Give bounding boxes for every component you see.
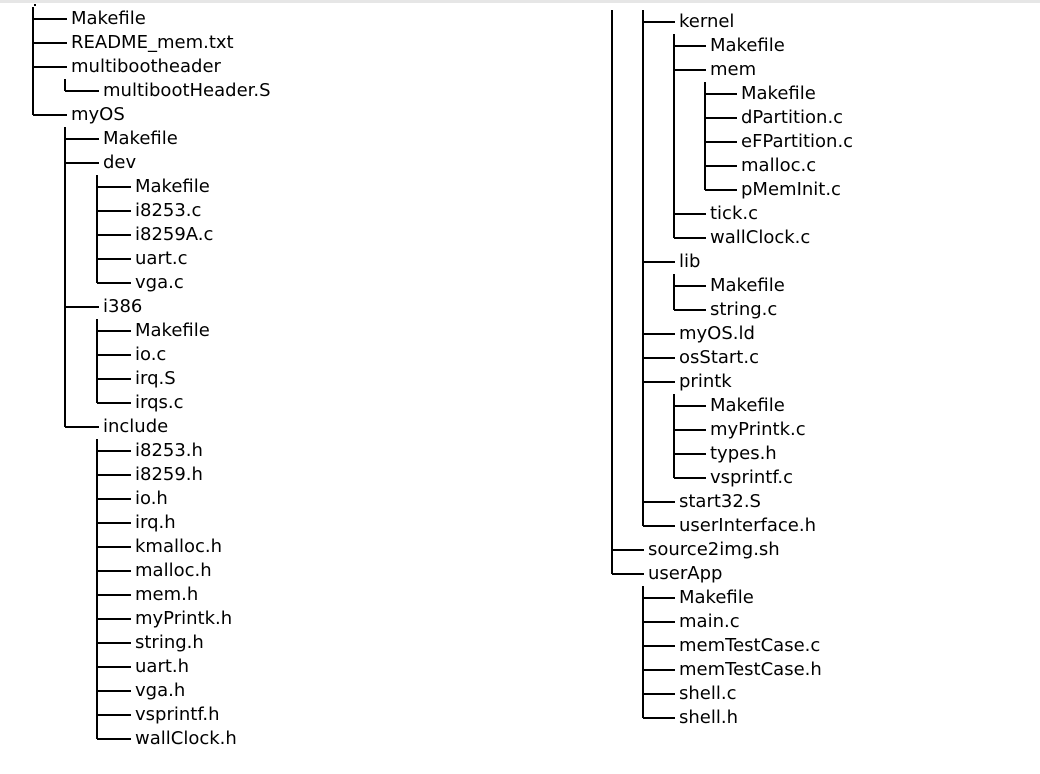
tree-entry: uart.c: [135, 248, 188, 269]
tree-entry: Makefile: [679, 587, 754, 608]
tree-entry: myPrintk.h: [135, 608, 233, 629]
tree-entry: vsprintf.h: [135, 704, 220, 725]
tree-entry: memTestCase.c: [679, 635, 821, 656]
tree-entry: Makefile: [71, 8, 146, 29]
tree-entry: shell.h: [679, 707, 738, 728]
tree-entry: myOS: [71, 104, 125, 125]
tree-entry: wallClock.c: [710, 227, 811, 248]
tree-entry: wallClock.h: [135, 728, 237, 749]
tree-entry: io.c: [135, 344, 167, 365]
tree-entry: vga.c: [135, 272, 184, 293]
tree-entry: myPrintk.c: [710, 419, 806, 440]
tree-entry: osStart.c: [679, 347, 759, 368]
tree-entry: multibootHeader.S: [103, 80, 271, 101]
tree-entry: kernel: [679, 11, 735, 32]
tree-entry: Makefile: [710, 275, 785, 296]
tree-entry: mem: [710, 59, 757, 80]
tree-entry: irq.S: [135, 368, 176, 389]
tree-entry: Makefile: [710, 395, 785, 416]
tree-entry: pMemInit.c: [741, 179, 841, 200]
tree-entry: userApp: [648, 563, 723, 584]
tree-entry: Makefile: [103, 128, 178, 149]
tree-entry: myOS.ld: [679, 323, 755, 344]
tree-entry: dPartition.c: [741, 107, 844, 128]
tree-entry: vsprintf.c: [710, 467, 793, 488]
tree-entry: uart.h: [135, 656, 190, 677]
tree-entry: io.h: [135, 488, 168, 509]
tree-entry: i8259.h: [135, 464, 203, 485]
tree-entry: string.c: [710, 299, 778, 320]
tree-entry: Makefile: [135, 320, 210, 341]
tree-entry: kmalloc.h: [135, 536, 223, 557]
tree-entry: include: [103, 416, 169, 437]
stray-dot: [34, 4, 36, 6]
tree-entry: irq.h: [135, 512, 176, 533]
tree-entry: tick.c: [710, 203, 758, 224]
left-tree-lines: [32, 7, 131, 740]
tree-entry: source2img.sh: [648, 539, 780, 560]
tree-entry: Makefile: [135, 176, 210, 197]
tree-entry: multibootheader: [71, 56, 221, 77]
tree-entry: dev: [103, 152, 137, 173]
tree-entry: mem.h: [135, 584, 199, 605]
tree-entry: i8253.c: [135, 200, 202, 221]
tree-entry: string.h: [135, 632, 204, 653]
tree-entry: README_mem.txt: [71, 32, 234, 53]
tree-entry: i386: [103, 296, 143, 317]
tree-entry: types.h: [710, 443, 777, 464]
tree-entry: shell.c: [679, 683, 737, 704]
tree-entry: irqs.c: [135, 392, 184, 413]
tree-entry: eFPartition.c: [741, 131, 854, 152]
tree-entry: Makefile: [741, 83, 816, 104]
tree-entry: i8259A.c: [135, 224, 214, 245]
tree-entry: start32.S: [679, 491, 761, 512]
tree-entry: malloc.c: [741, 155, 817, 176]
tree-entry: vga.h: [135, 680, 186, 701]
tree-entry: Makefile: [710, 35, 785, 56]
tree-entry: userInterface.h: [679, 515, 816, 536]
right-tree-lines: [611, 10, 737, 719]
tree-entry: i8253.h: [135, 440, 203, 461]
tree-entry: lib: [679, 251, 701, 272]
tree-entry: malloc.h: [135, 560, 212, 581]
tree-entry: printk: [679, 371, 732, 392]
tree-entry: memTestCase.h: [679, 659, 822, 680]
top-edge-strip: [0, 0, 1040, 3]
tree-entry: main.c: [679, 611, 740, 632]
